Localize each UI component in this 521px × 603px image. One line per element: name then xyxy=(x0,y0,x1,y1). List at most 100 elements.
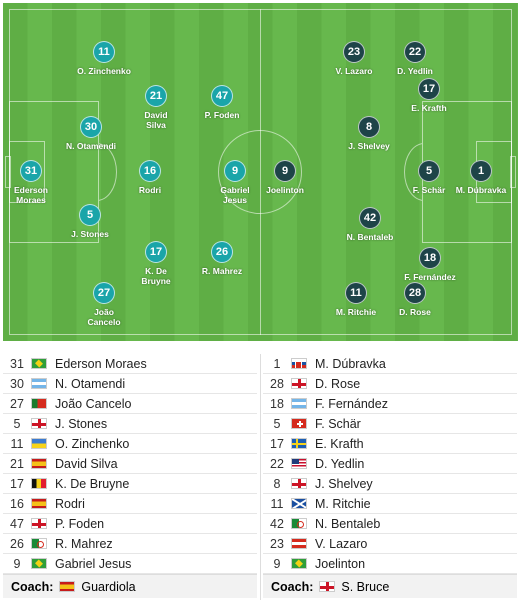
away-player-pitch-name: E. Krafth xyxy=(411,103,447,113)
player-name-link[interactable]: V. Lazaro xyxy=(315,536,368,551)
away-player-marker[interactable]: 11 xyxy=(345,282,367,304)
away-player-pitch-name: V. Lazaro xyxy=(335,66,373,76)
portugal-flag-icon xyxy=(31,398,47,409)
player-name-link[interactable]: David Silva xyxy=(55,456,118,471)
player-name-link[interactable]: F. Fernández xyxy=(315,396,388,411)
away-player-marker[interactable]: 8 xyxy=(358,116,380,138)
coach-name[interactable]: S. Bruce xyxy=(341,579,390,594)
argentina-flag-icon xyxy=(31,378,47,389)
player-name-link[interactable]: J. Stones xyxy=(55,416,108,431)
coach-name[interactable]: Guardiola xyxy=(81,579,136,594)
away-player-marker[interactable]: 17 xyxy=(418,78,440,100)
home-player-marker[interactable]: 31 xyxy=(20,160,42,182)
away-player-marker[interactable]: 1 xyxy=(470,160,492,182)
player-name-link[interactable]: N. Bentaleb xyxy=(315,516,381,531)
home-player-pitch-name: Ederson Moraes xyxy=(13,185,48,205)
spain-flag-icon xyxy=(59,581,76,592)
away-player-marker[interactable]: 23 xyxy=(343,41,365,63)
england-flag-icon xyxy=(319,581,336,592)
player-name-link[interactable]: F. Schär xyxy=(315,416,361,431)
player-name-link[interactable]: K. De Bruyne xyxy=(55,476,130,491)
player-name-link[interactable]: P. Foden xyxy=(55,516,105,531)
player-name-link[interactable]: N. Otamendi xyxy=(55,376,126,391)
home-player-marker[interactable]: 27 xyxy=(93,282,115,304)
home-player-marker[interactable]: 5 xyxy=(79,204,101,226)
brazil-flag-icon xyxy=(31,358,47,369)
away-player-marker[interactable]: 5 xyxy=(418,160,440,182)
shirt-number: 22 xyxy=(270,456,284,471)
away-player-marker[interactable]: 9 xyxy=(274,160,296,182)
player-name-link[interactable]: J. Shelvey xyxy=(315,476,373,491)
shirt-number: 47 xyxy=(10,516,24,531)
player-name-link[interactable]: M. Ritchie xyxy=(315,496,371,511)
home-player-pitch-name: J. Stones xyxy=(71,229,109,239)
england-flag-icon xyxy=(31,518,47,529)
away-player-pitch-name: J. Shelvey xyxy=(348,141,390,151)
lineup-row[interactable]: 21 David Silva xyxy=(3,454,257,474)
lineup-row[interactable]: 47 P. Foden xyxy=(3,514,257,534)
home-player-pitch-name: João Cancelo xyxy=(87,307,121,327)
home-player-marker[interactable]: 30 xyxy=(80,116,102,138)
shirt-number: 11 xyxy=(10,436,24,451)
shirt-number: 18 xyxy=(270,396,284,411)
center-circle xyxy=(218,130,302,214)
player-name-link[interactable]: O. Zinchenko xyxy=(55,436,130,451)
player-name-link[interactable]: Joelinton xyxy=(315,556,366,571)
lineup-row[interactable]: 11 O. Zinchenko xyxy=(3,434,257,454)
player-name-link[interactable]: E. Krafth xyxy=(315,436,364,451)
lineups-divider xyxy=(260,354,261,600)
away-player-marker[interactable]: 28 xyxy=(404,282,426,304)
home-player-marker[interactable]: 9 xyxy=(224,160,246,182)
lineup-row[interactable]: 9 Gabriel Jesus xyxy=(3,554,257,574)
player-name-link[interactable]: M. Dúbravka xyxy=(315,356,386,371)
home-player-pitch-name: P. Foden xyxy=(204,110,240,120)
player-name-link[interactable]: D. Rose xyxy=(315,376,361,391)
away-player-pitch-name: M. Dúbravka xyxy=(455,185,507,195)
away-player-marker[interactable]: 22 xyxy=(404,41,426,63)
home-player-pitch-name: O. Zinchenko xyxy=(77,66,131,76)
scotland-flag-icon xyxy=(291,498,307,509)
home-player-marker[interactable]: 16 xyxy=(139,160,161,182)
lineup-row[interactable]: 22 D. Yedlin xyxy=(263,454,517,474)
away-player-pitch-name: D. Rose xyxy=(399,307,431,317)
player-name-link[interactable]: R. Mahrez xyxy=(55,536,113,551)
shirt-number: 9 xyxy=(13,556,21,571)
lineup-row[interactable]: 18 F. Fernández xyxy=(263,394,517,414)
home-player-marker[interactable]: 21 xyxy=(145,85,167,107)
away-player-marker[interactable]: 18 xyxy=(419,247,441,269)
home-player-marker[interactable]: 17 xyxy=(145,241,167,263)
usa-flag-icon xyxy=(291,458,307,469)
shirt-number: 21 xyxy=(10,456,24,471)
player-name-link[interactable]: Rodri xyxy=(55,496,85,511)
player-name-link[interactable]: Gabriel Jesus xyxy=(55,556,132,571)
player-name-link[interactable]: Ederson Moraes xyxy=(55,356,147,371)
home-player-marker[interactable]: 11 xyxy=(93,41,115,63)
shirt-number: 28 xyxy=(270,376,284,391)
lineup-row[interactable]: 28 D. Rose xyxy=(263,374,517,394)
brazil-flag-icon xyxy=(31,558,47,569)
player-name-link[interactable]: João Cancelo xyxy=(55,396,132,411)
lineup-row[interactable]: 27 João Cancelo xyxy=(3,394,257,414)
home-player-marker[interactable]: 26 xyxy=(211,241,233,263)
player-name-link[interactable]: D. Yedlin xyxy=(315,456,365,471)
home-player-marker[interactable]: 47 xyxy=(211,85,233,107)
away-player-marker[interactable]: 42 xyxy=(359,207,381,229)
shirt-number: 27 xyxy=(10,396,24,411)
